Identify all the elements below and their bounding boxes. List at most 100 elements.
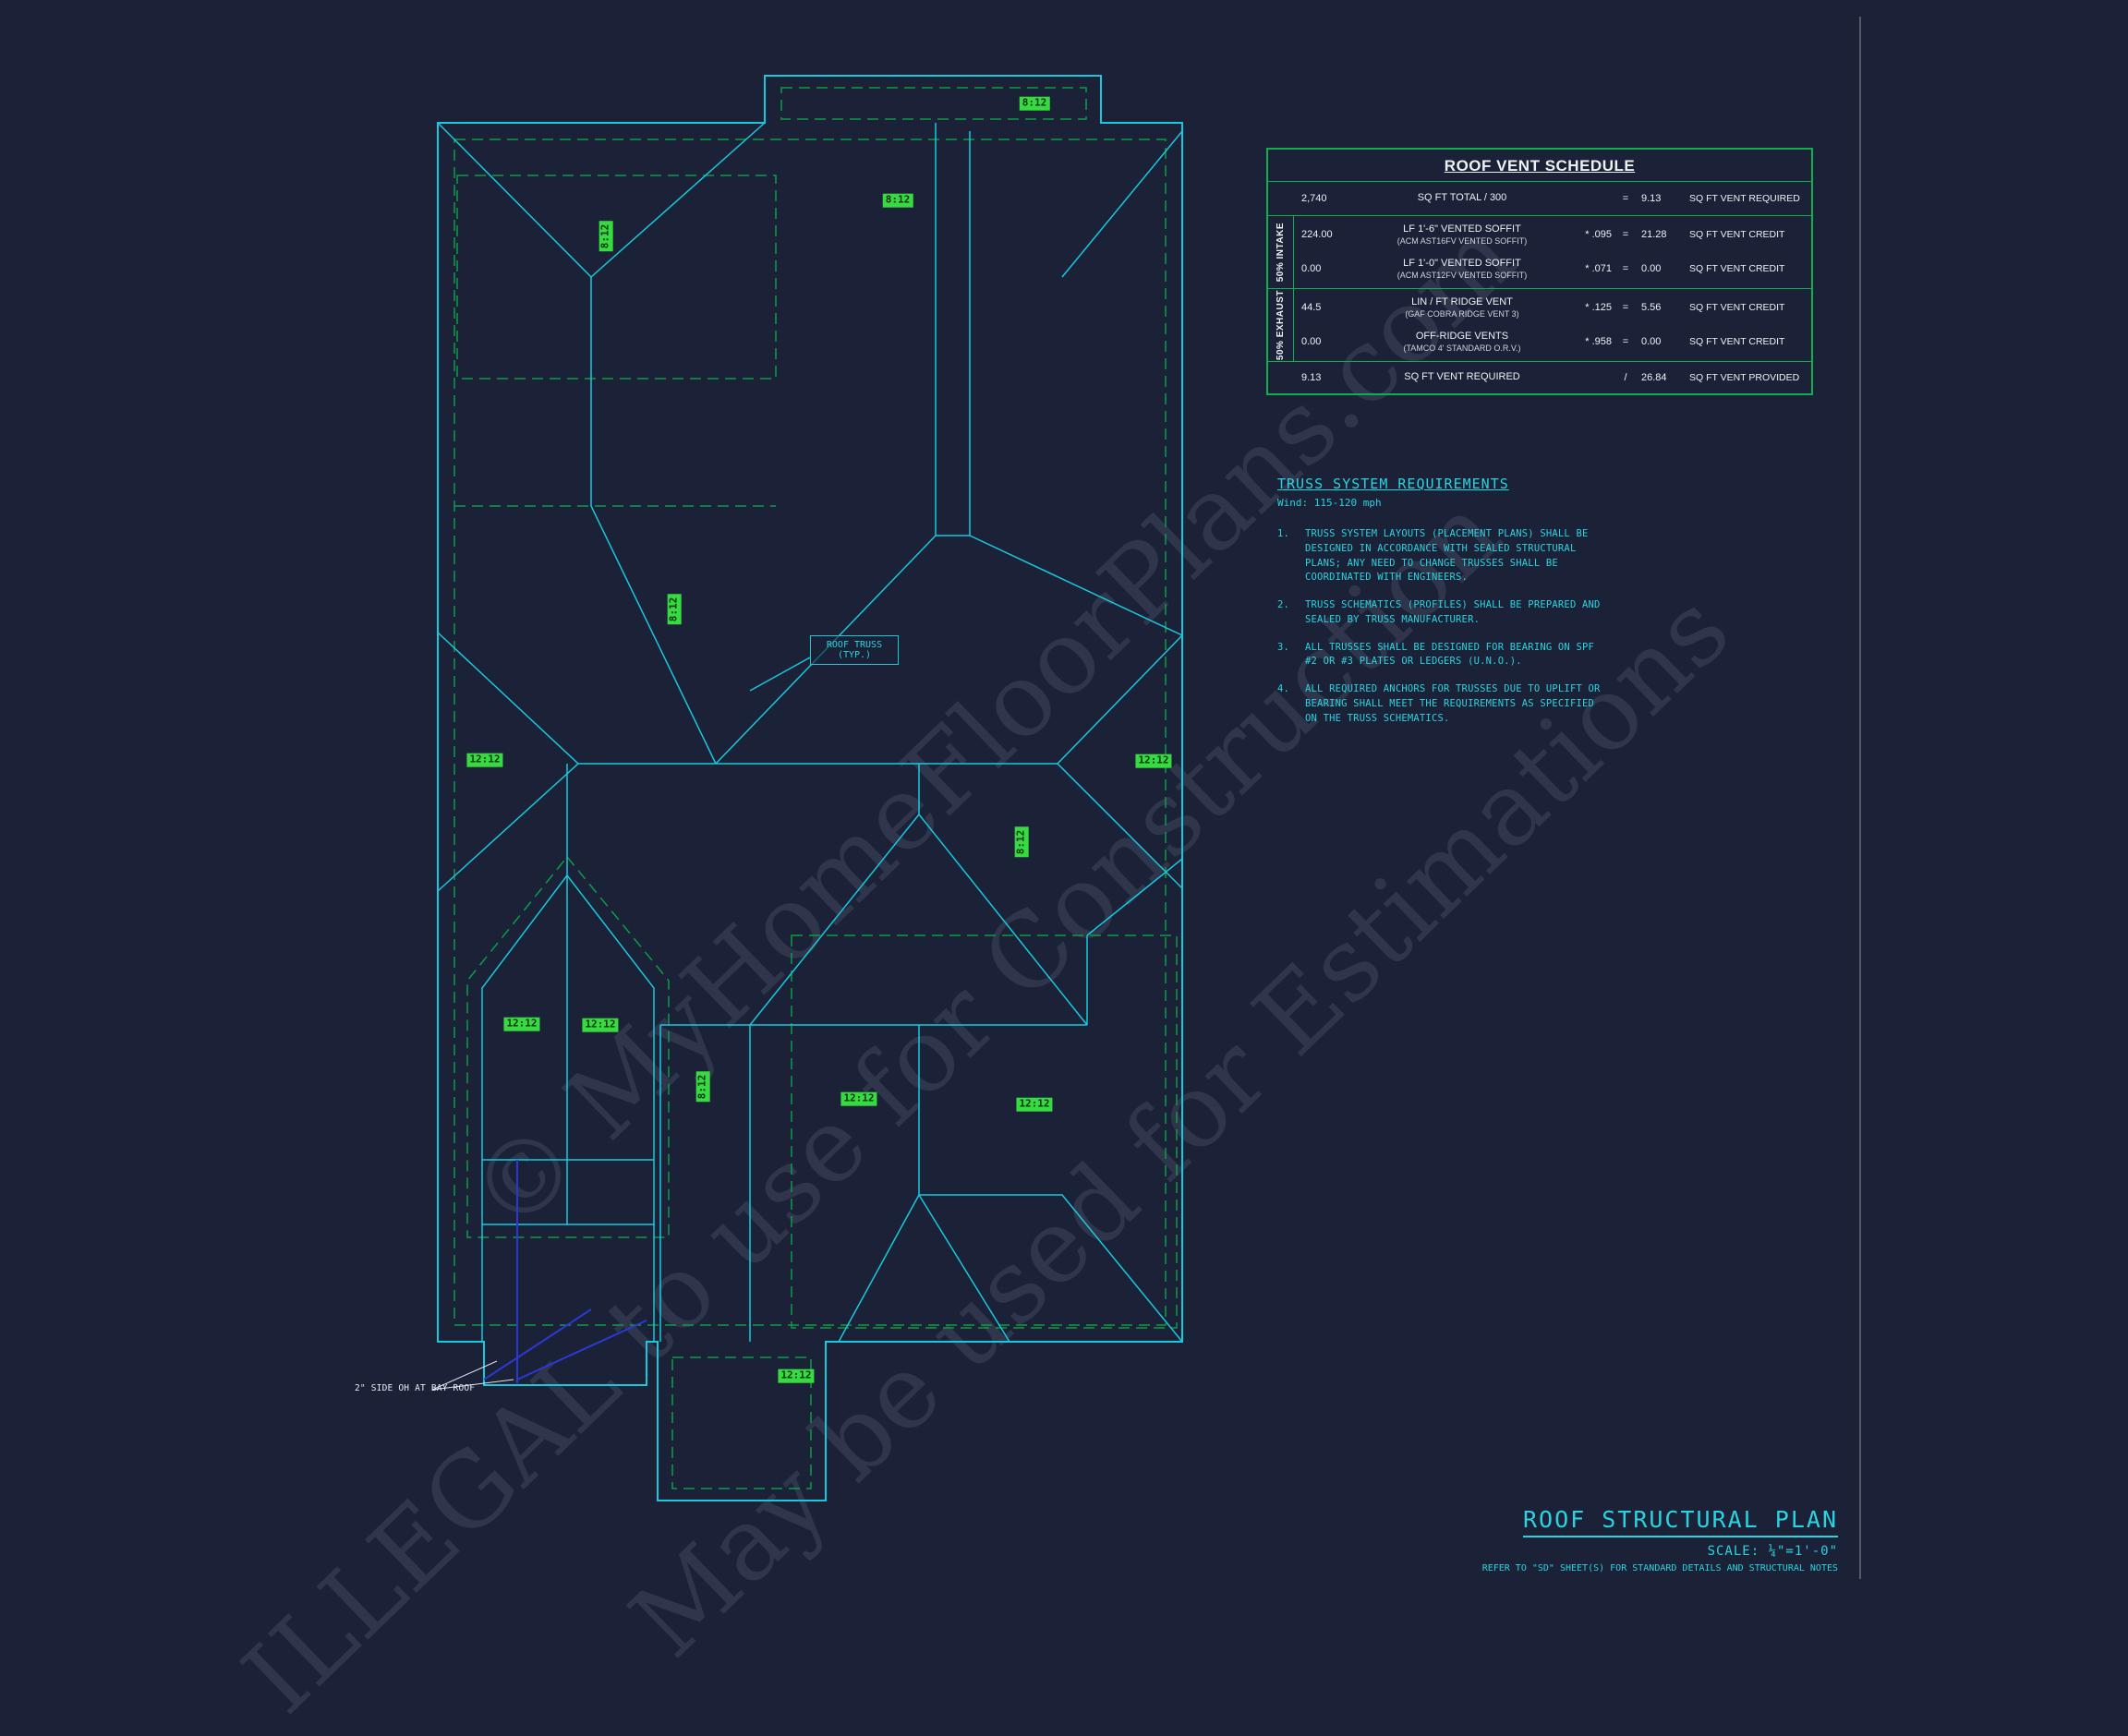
pitch-label: 12:12 xyxy=(1135,753,1172,768)
item-text: TRUSS SYSTEM LAYOUTS (PLACEMENT PLANS) S… xyxy=(1305,528,1589,584)
wind-rating: Wind: 115-120 mph xyxy=(1277,497,1382,509)
pitch-label: 12:12 xyxy=(1016,1097,1053,1112)
pitch-label: 8:12 xyxy=(882,193,913,208)
vent-qty: 2,740 xyxy=(1301,192,1327,204)
vent-val: 0.00 xyxy=(1641,336,1662,348)
overhang-dashed-lines xyxy=(453,87,1178,1489)
vent-row: 0.00 OFF-RIDGE VENTS(TAMCO 4' STANDARD O… xyxy=(1298,331,1804,354)
truss-system-requirements: TRUSS SYSTEM REQUIREMENTS Wind: 115-120 … xyxy=(1277,476,1602,726)
vent-mult: * .125 xyxy=(1585,302,1612,314)
intake-rotated-label: 50% INTAKE xyxy=(1268,215,1294,288)
vent-qty: 0.00 xyxy=(1301,263,1322,275)
vent-exhaust-section: 50% EXHAUST 44.5 LIN / FT RIDGE VENT(GAF… xyxy=(1268,288,1811,362)
vent-row: 44.5 LIN / FT RIDGE VENT(GAF COBRA RIDGE… xyxy=(1298,296,1804,319)
vent-desc-text: LF 1'-0" VENTED SOFFIT xyxy=(1403,257,1521,269)
sheet-scale: SCALE: ¼"=1'-0" xyxy=(1707,1544,1838,1559)
vent-desc-text: SQ FT TOTAL / 300 xyxy=(1417,192,1507,203)
vent-row-total: 2,740 SQ FT TOTAL / 300 = 9.13 SQ FT VEN… xyxy=(1268,182,1811,216)
vent-label: SQ FT VENT CREDIT xyxy=(1689,336,1785,348)
pitch-label: 8:12 xyxy=(667,594,682,625)
vent-desc: OFF-RIDGE VENTS(TAMCO 4' STANDARD O.R.V.… xyxy=(1357,331,1567,354)
pitch-label: 8:12 xyxy=(1019,96,1050,111)
roof-vent-schedule-table: ROOF VENT SCHEDULE 2,740 SQ FT TOTAL / 3… xyxy=(1266,148,1813,395)
vent-eq: = xyxy=(1622,229,1629,241)
vent-eq: = xyxy=(1622,302,1629,314)
vent-qty: 0.00 xyxy=(1301,336,1322,348)
vent-desc: SQ FT VENT REQUIRED xyxy=(1357,371,1567,384)
sheet-border-line xyxy=(1859,17,1861,1579)
vent-label: SQ FT VENT CREDIT xyxy=(1689,229,1785,241)
vent-mult: * .958 xyxy=(1585,336,1612,348)
truss-requirements-list: 1. TRUSS SYSTEM LAYOUTS (PLACEMENT PLANS… xyxy=(1277,527,1602,726)
vent-val: 9.13 xyxy=(1641,192,1662,204)
intake-rows: 224.00 LF 1'-6" VENTED SOFFIT(ACM AST16F… xyxy=(1294,216,1811,288)
vent-val: 5.56 xyxy=(1641,302,1662,314)
pitch-label: 12:12 xyxy=(466,753,503,767)
vent-mult: * .095 xyxy=(1585,229,1612,241)
vent-eq: = xyxy=(1622,336,1629,348)
vent-desc: LF 1'-0" VENTED SOFFIT(ACM AST12FV VENTE… xyxy=(1357,258,1567,281)
truss-requirement-item: 3. ALL TRUSSES SHALL BE DESIGNED FOR BEA… xyxy=(1277,641,1602,670)
pitch-label: 12:12 xyxy=(503,1017,540,1031)
vent-eq: = xyxy=(1622,263,1629,275)
sheet-reference-note: REFER TO "SD" SHEET(S) FOR STANDARD DETA… xyxy=(1481,1563,1838,1573)
pitch-label: 12:12 xyxy=(778,1368,815,1383)
item-number: 1. xyxy=(1277,528,1290,539)
bay-note-leader-lines xyxy=(431,1360,514,1391)
vent-schedule-title: ROOF VENT SCHEDULE xyxy=(1268,150,1811,182)
vent-desc-text: LIN / FT RIDGE VENT xyxy=(1411,295,1513,307)
roof-truss-typ-label: ROOF TRUSS (TYP.) xyxy=(810,635,899,665)
item-text: ALL REQUIRED ANCHORS FOR TRUSSES DUE TO … xyxy=(1305,683,1601,724)
vent-desc-sub: (ACM AST16FV VENTED SOFFIT) xyxy=(1396,235,1528,246)
vent-row: 224.00 LF 1'-6" VENTED SOFFIT(ACM AST16F… xyxy=(1298,223,1804,247)
vent-desc-text: OFF-RIDGE VENTS xyxy=(1415,330,1509,342)
vent-eq: = xyxy=(1622,192,1629,204)
vent-mult: * .071 xyxy=(1585,263,1612,275)
vent-qty: 224.00 xyxy=(1301,229,1333,241)
vent-eq: / xyxy=(1624,371,1627,383)
vent-val: 21.28 xyxy=(1641,229,1667,241)
vent-schedule-title-text: ROOF VENT SCHEDULE xyxy=(1444,157,1636,175)
roof-truss-typ-line2: (TYP.) xyxy=(837,650,872,660)
item-number: 3. xyxy=(1277,641,1290,653)
vent-desc: SQ FT TOTAL / 300 xyxy=(1357,192,1567,205)
vent-label: SQ FT VENT CREDIT xyxy=(1689,263,1785,275)
truss-requirement-item: 1. TRUSS SYSTEM LAYOUTS (PLACEMENT PLANS… xyxy=(1277,527,1602,585)
vent-val: 26.84 xyxy=(1641,371,1667,383)
vent-row-provided: 9.13 SQ FT VENT REQUIRED / 26.84 SQ FT V… xyxy=(1268,362,1811,393)
title-block: ROOF STRUCTURAL PLAN SCALE: ¼"=1'-0" REF… xyxy=(1482,1506,1838,1573)
exhaust-label-text: 50% EXHAUST xyxy=(1276,289,1286,360)
vent-desc: LF 1'-6" VENTED SOFFIT(ACM AST16FV VENTE… xyxy=(1357,223,1567,247)
vent-qty: 9.13 xyxy=(1301,371,1322,383)
vent-desc: LIN / FT RIDGE VENT(GAF COBRA RIDGE VENT… xyxy=(1357,296,1567,319)
vent-label: SQ FT VENT PROVIDED xyxy=(1689,371,1800,383)
vent-val: 0.00 xyxy=(1641,263,1662,275)
bay-framing-blue-lines xyxy=(483,1160,647,1383)
intake-label-text: 50% INTAKE xyxy=(1276,222,1286,282)
sheet-title: ROOF STRUCTURAL PLAN xyxy=(1522,1506,1838,1537)
pitch-label: 8:12 xyxy=(598,221,613,252)
vent-label: SQ FT VENT CREDIT xyxy=(1689,302,1785,314)
truss-requirements-title: TRUSS SYSTEM REQUIREMENTS xyxy=(1277,476,1509,492)
roof-truss-typ-line1: ROOF TRUSS xyxy=(826,640,883,650)
vent-desc-sub: (ACM AST12FV VENTED SOFFIT) xyxy=(1396,270,1528,280)
vent-qty: 44.5 xyxy=(1301,302,1322,314)
pitch-label: 8:12 xyxy=(1014,826,1029,858)
pitch-label: 12:12 xyxy=(582,1018,619,1032)
hip-valley-ridge-lines xyxy=(437,122,1183,1343)
vent-intake-section: 50% INTAKE 224.00 LF 1'-6" VENTED SOFFIT… xyxy=(1268,215,1811,289)
truss-requirement-item: 2. TRUSS SCHEMATICS (PROFILES) SHALL BE … xyxy=(1277,598,1602,628)
vent-desc-sub: (GAF COBRA RIDGE VENT 3) xyxy=(1405,308,1519,319)
exhaust-rows: 44.5 LIN / FT RIDGE VENT(GAF COBRA RIDGE… xyxy=(1294,289,1811,361)
truss-requirement-item: 4. ALL REQUIRED ANCHORS FOR TRUSSES DUE … xyxy=(1277,682,1602,726)
sheet: { "colors": { "background": "#1b2137", "… xyxy=(221,17,1861,1736)
pitch-label: 8:12 xyxy=(695,1071,710,1103)
roof-outline xyxy=(437,75,1183,1501)
item-number: 4. xyxy=(1277,683,1290,694)
vent-desc-sub: (TAMCO 4' STANDARD O.R.V.) xyxy=(1403,343,1521,353)
item-text: ALL TRUSSES SHALL BE DESIGNED FOR BEARIN… xyxy=(1305,641,1595,668)
item-number: 2. xyxy=(1277,599,1290,610)
vent-label: SQ FT VENT REQUIRED xyxy=(1689,192,1800,204)
pitch-label: 12:12 xyxy=(840,1091,877,1106)
exhaust-rotated-label: 50% EXHAUST xyxy=(1268,288,1294,361)
